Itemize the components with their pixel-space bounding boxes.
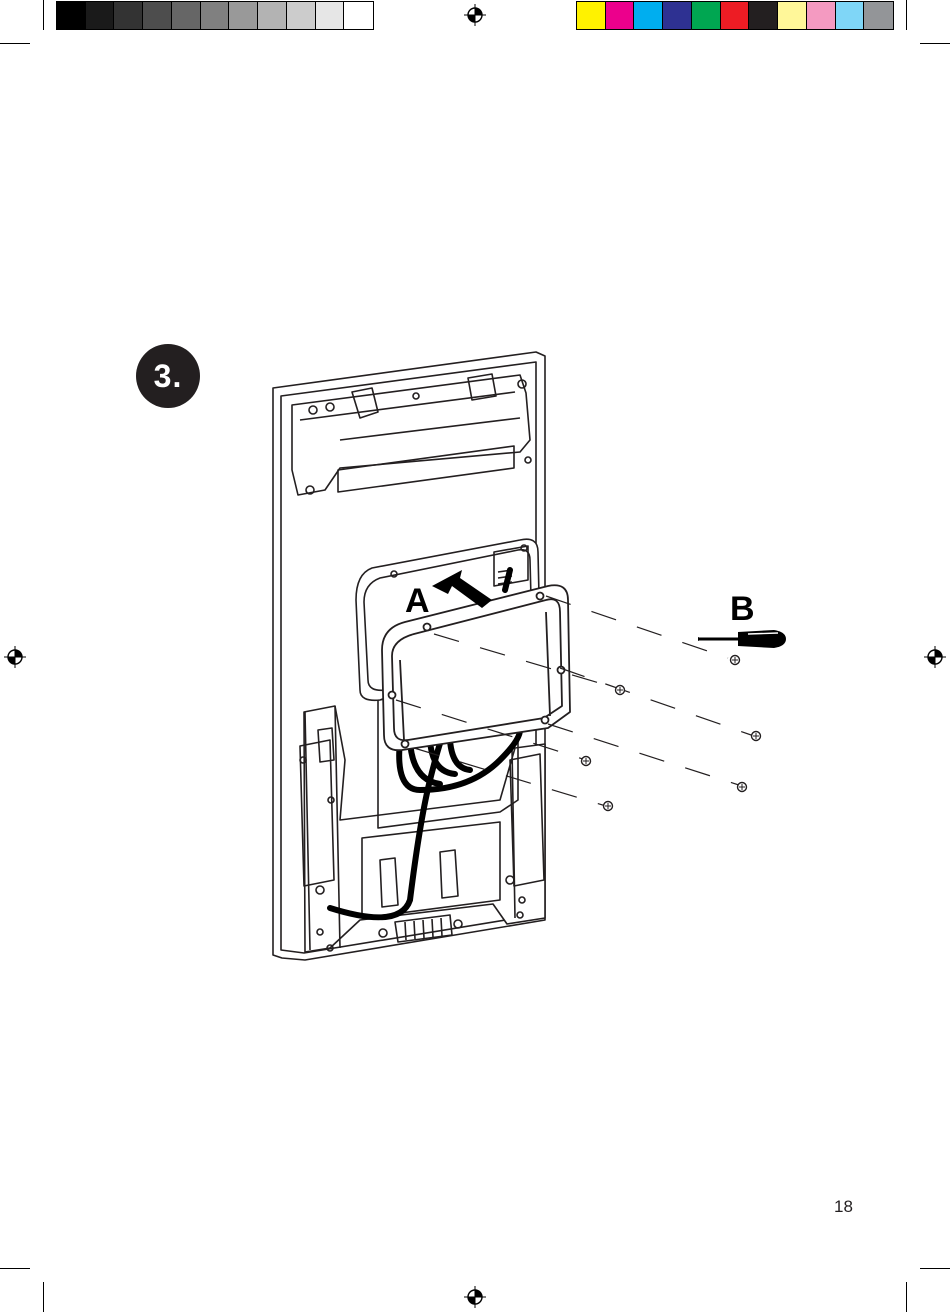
part-label-a: A (405, 582, 430, 621)
tool-label-b: B (730, 590, 755, 629)
page-number: 18 (834, 1197, 853, 1217)
screw-icon (582, 656, 761, 811)
screwdriver-icon (698, 630, 786, 648)
